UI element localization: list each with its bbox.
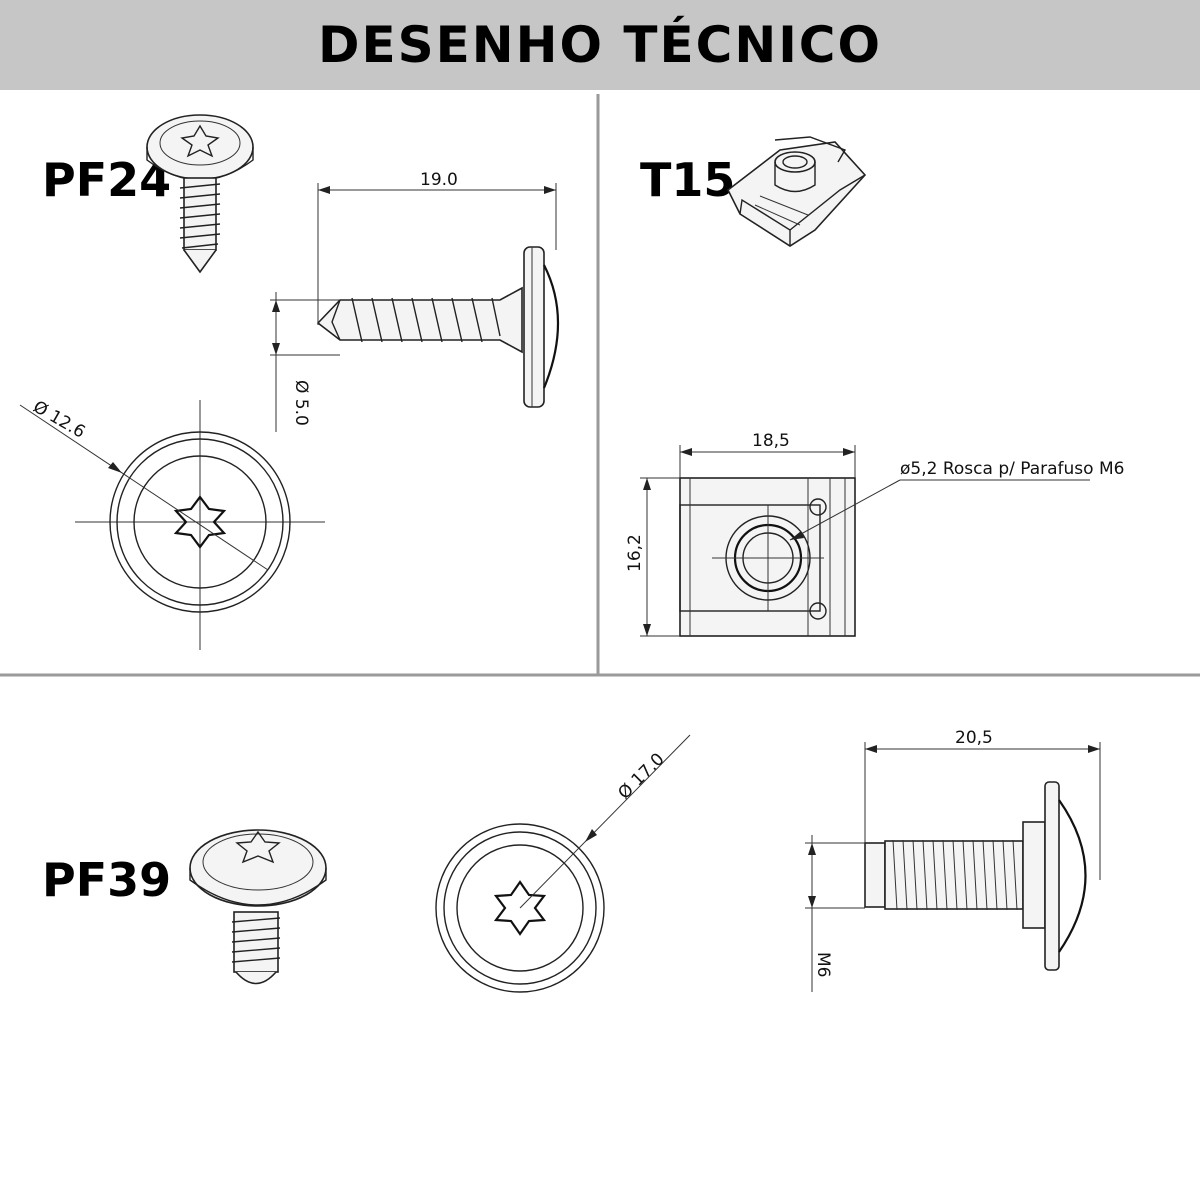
technical-drawing: PF24 19.0: [0, 94, 1200, 993]
t15-front-view: [679, 477, 856, 637]
pf39-label: PF39: [42, 853, 171, 907]
pf24-screw-illustration: [146, 114, 254, 274]
pf39-head-diameter-text: Ø 17.0: [614, 749, 668, 803]
t15-hole-note: ø5,2 Rosca p/ Parafuso M6: [789, 459, 1124, 541]
pf39-thread-text: M6: [813, 952, 833, 977]
pf24-side-view: [316, 246, 560, 408]
t15-clip-illustration: [726, 136, 867, 247]
t15-width-dimension: 18,5: [679, 431, 856, 478]
pf39-thread-dimension: M6: [805, 835, 865, 992]
pf24-length-dimension: 19.0: [317, 170, 557, 325]
pf24-length-text: 19.0: [420, 170, 458, 190]
title-banner: DESENHO TÉCNICO: [0, 0, 1200, 90]
t15-section: T15: [625, 136, 1124, 637]
t15-height-dimension: 16,2: [625, 477, 680, 637]
pf24-section: PF24 19.0: [19, 114, 560, 650]
pf39-side-view: [864, 781, 1087, 971]
t15-width-text: 18,5: [752, 431, 790, 451]
pf39-length-dimension: 20,5: [864, 728, 1101, 880]
pf24-top-view: Ø 12.6: [19, 397, 325, 650]
pf39-section: PF39 Ø 17.0: [42, 728, 1101, 993]
pf24-thread-text: Ø 5.0: [291, 380, 311, 426]
pf39-top-view: Ø 17.0: [435, 734, 691, 993]
pf24-thread-dimension: Ø 5.0: [270, 292, 340, 432]
pf39-length-text: 20,5: [955, 728, 993, 748]
t15-hole-note-text: ø5,2 Rosca p/ Parafuso M6: [900, 459, 1124, 479]
pf24-head-diameter-text: Ø 12.6: [30, 397, 89, 443]
page-title: DESENHO TÉCNICO: [317, 16, 883, 74]
t15-label: T15: [640, 153, 735, 207]
pf39-bolt-illustration: [189, 829, 327, 985]
t15-height-text: 16,2: [625, 534, 645, 572]
